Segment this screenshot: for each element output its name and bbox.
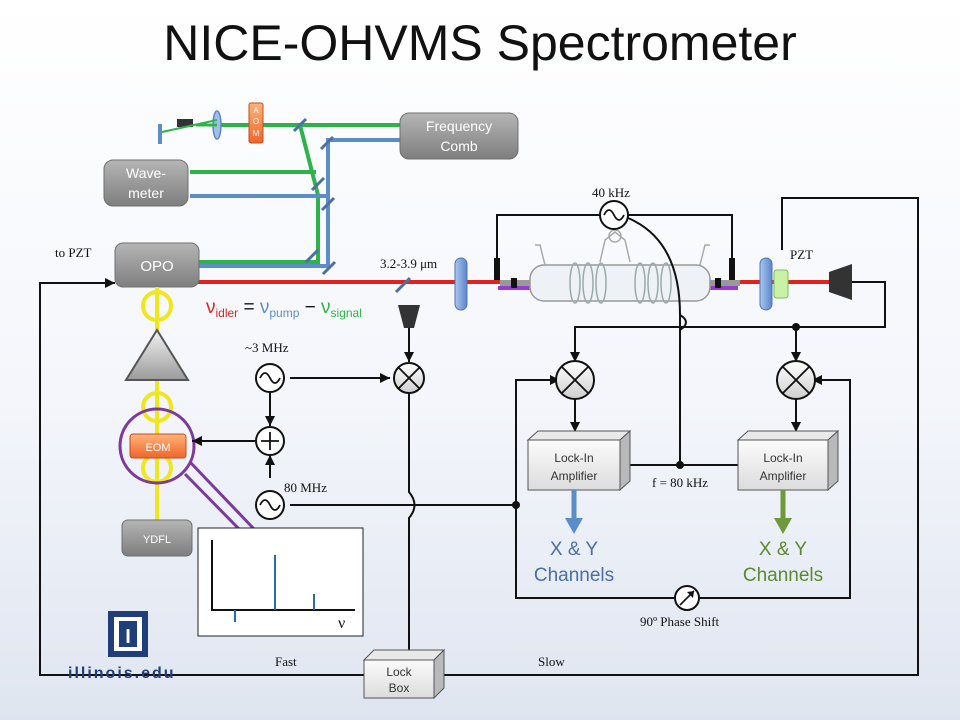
freq-3mhz-label: ~3 MHz [245,340,289,355]
illinois-logo-text: illinois.edu [68,665,176,682]
electrode [729,258,735,280]
xy-channels-left-label: Channels [534,565,614,586]
opo-label: OPO [140,258,173,275]
electrode [715,278,721,288]
lockin-amplifier-left: Lock-In Amplifier [526,429,632,492]
freq-80mhz-label: 80 MHz [284,480,327,495]
steering-mirrors [292,117,412,294]
xy-channels-right-label: Channels [743,565,823,586]
aom-letter: O [253,117,259,126]
mixer-left-icon [555,360,595,400]
lockin-amplifier-right: Lock-In Amplifier [736,429,840,492]
beam-block-icon [177,119,193,127]
aom-letter: M [253,129,260,138]
blue-beam-paths [190,138,420,268]
lockin-label: Amplifier [760,469,807,483]
pzt-element [773,269,789,299]
frequency-equation: νidler = νpump − νsignal [206,297,362,320]
lockin-label: Lock-In [554,451,593,465]
detector-right-icon [829,264,852,300]
output-arrow-right [774,490,792,534]
xy-channels-right-label: X & Y [759,539,808,560]
lockin-label: Amplifier [551,469,598,483]
lockin-label: Lock-In [763,451,802,465]
wavemeter-box: Wave- meter [103,159,189,207]
illinois-logo-letter: I [125,626,131,648]
slow-label: Slow [538,654,565,669]
mirror-icon [158,124,162,144]
fast-label: Fast [275,654,297,669]
discharge-cell [500,229,740,304]
freq-40khz-label: 40 kHz [592,185,630,200]
output-arrow-left [565,490,583,534]
ydfl-label: YDFL [143,534,171,546]
green-beam-paths [190,123,418,264]
to-pzt-label: to PZT [55,245,92,260]
wire-crossover [679,314,687,331]
lockbox-label: Box [389,681,410,695]
wavelength-label: 3.2-3.9 μm [380,256,437,271]
electrode [494,258,500,280]
oscillator-40khz-icon [599,200,629,230]
arrowheads [105,278,822,465]
wavemeter-label: Wave- [126,165,166,181]
page-title: NICE-OHVMS Spectrometer [163,15,797,71]
wavemeter-label: meter [128,185,164,201]
eom-label: EOM [145,442,170,454]
electrode [511,278,517,288]
phase-shift-label: 90º Phase Shift [640,614,720,629]
cavity-mirror-right [759,257,773,311]
lockbox: Lock Box [362,648,446,700]
ydfl-box: YDFL [121,519,193,557]
detector-icon [398,305,420,328]
junction-dots [512,323,800,509]
prism-icon [124,328,190,381]
sideband-spectrum-inset: ν [183,460,364,637]
frequency-comb-box: Frequency Comb [399,112,519,160]
f-80khz-label: f = 80 kHz [652,475,708,490]
mixer-right-icon [776,360,816,400]
frequency-comb-label: Comb [440,138,478,154]
xy-channels-left-label: X & Y [550,539,599,560]
illinois-logo: I illinois.edu [68,611,176,682]
pzt-label: PZT [790,247,813,262]
mixer-icon [393,362,425,394]
spectrum-axis-label: ν [338,615,345,632]
aom-letter: A [253,106,259,115]
adder-icon [255,426,285,456]
cavity-mirror-left [454,257,468,311]
eom-box: EOM [129,433,187,459]
frequency-comb-label: Frequency [426,118,492,134]
opo-box: OPO [114,242,200,288]
eom-highlight-circle [118,407,196,485]
electronic-wires [39,197,919,676]
oscillator-3mhz-icon [255,363,285,393]
lockbox-label: Lock [386,665,412,679]
aom-box: A O M [248,102,264,144]
oscillator-80mhz-icon [255,490,285,520]
phase-shifter-icon [674,585,700,611]
